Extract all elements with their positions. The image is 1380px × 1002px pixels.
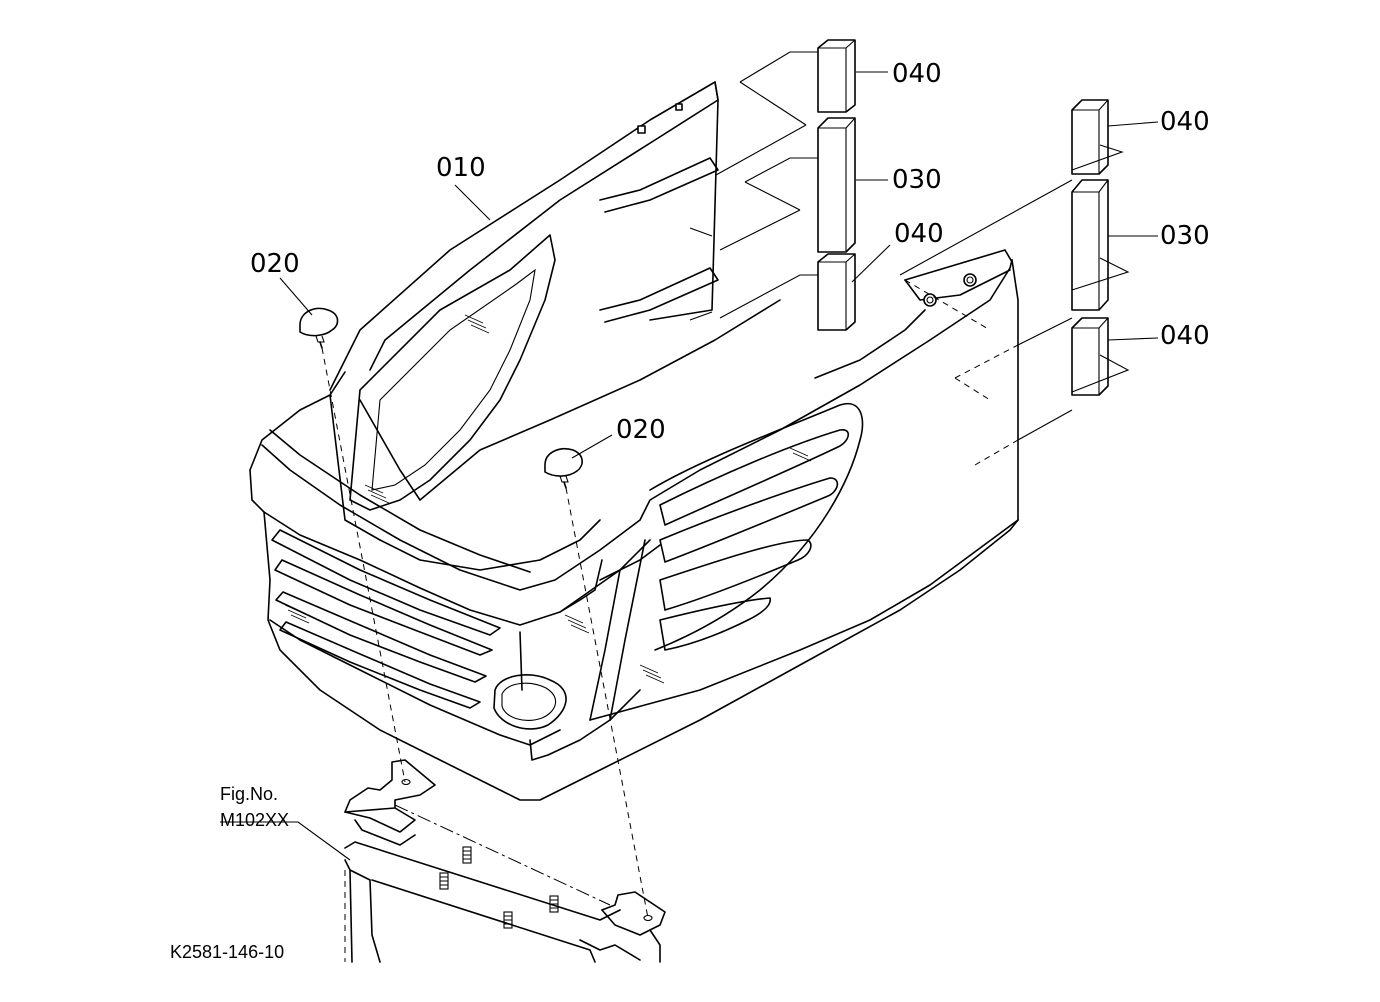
label-040-b: 040: [894, 219, 944, 249]
label-010: 010: [436, 153, 486, 183]
label-030-b: 030: [1160, 221, 1210, 251]
fig-ref-number: M102XX: [220, 810, 289, 830]
leader-lines: [220, 71, 1159, 861]
drawing-code: K2581-146-10: [170, 942, 284, 962]
knob-020-left: [299, 307, 339, 349]
label-020-left: 020: [250, 249, 300, 279]
pad-group-center: [715, 39, 856, 331]
label-020-right: 020: [616, 415, 666, 445]
frame-bracket: [344, 759, 666, 963]
fig-no-label: Fig.No.: [220, 784, 278, 804]
label-040-c: 040: [1160, 107, 1210, 137]
label-040-d: 040: [1160, 321, 1210, 351]
hood-assembly: [249, 81, 1019, 801]
pad-group-right: [899, 99, 1130, 466]
label-030-a: 030: [892, 165, 942, 195]
label-040-a: 040: [892, 59, 942, 89]
knob-020-right: [544, 448, 583, 489]
